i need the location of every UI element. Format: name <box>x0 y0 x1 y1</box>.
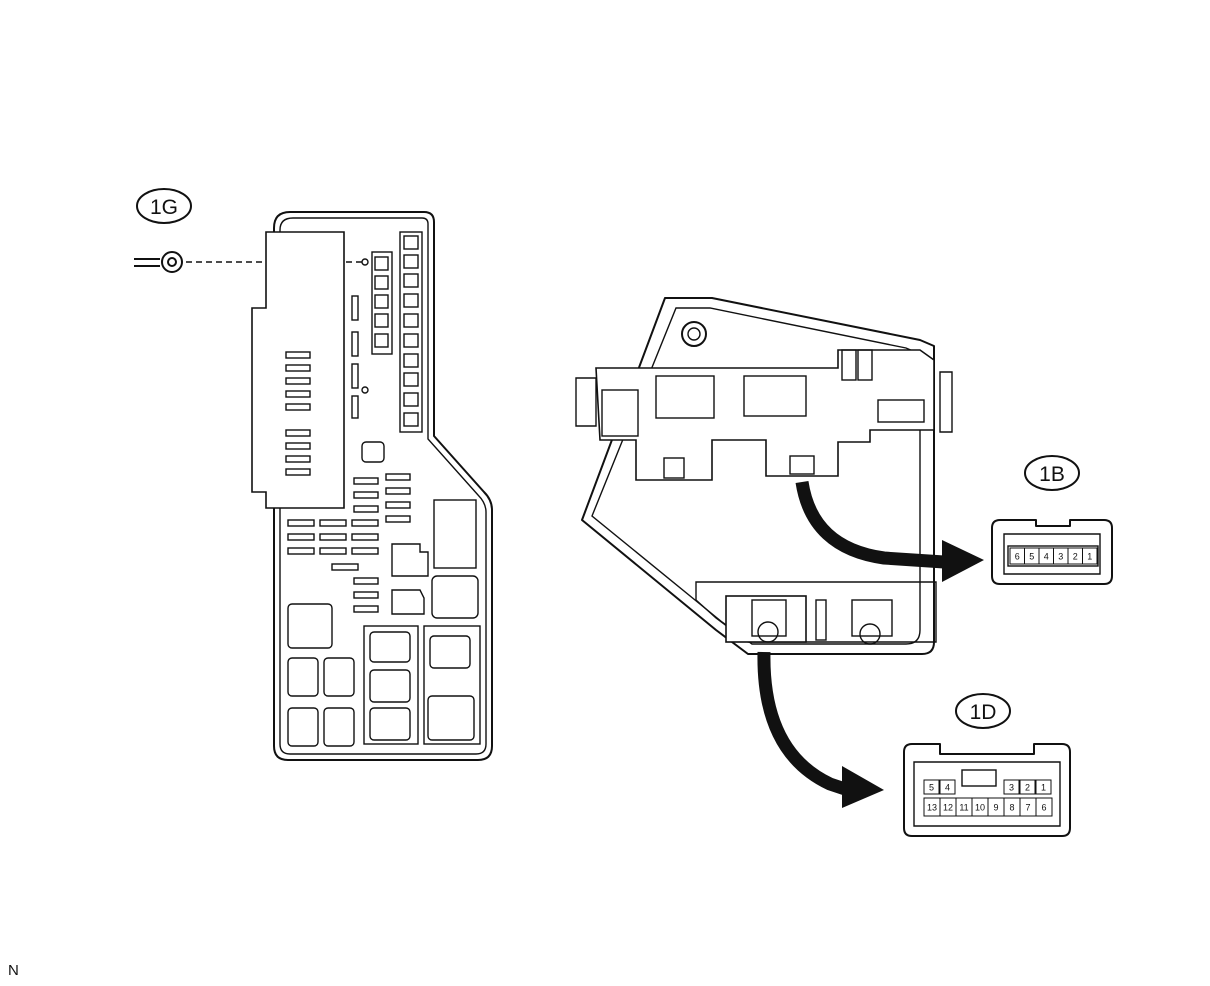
pin-cell: 5 <box>1024 547 1040 565</box>
pin-cell: 13 <box>923 797 941 817</box>
pin-cell: 4 <box>939 779 956 795</box>
pin-cell: 2 <box>1019 779 1036 795</box>
pin-number: 7 <box>1025 803 1030 813</box>
pin-cell: 7 <box>1019 797 1037 817</box>
pin-cell: 1 <box>1082 547 1098 565</box>
pin-number: 2 <box>1025 783 1030 793</box>
pin-cell: 12 <box>939 797 957 817</box>
callout-1g-label: 1G <box>150 196 178 219</box>
pin-number: 6 <box>1015 552 1020 562</box>
callout-1d-label: 1D <box>970 701 997 724</box>
ground-terminal-icon <box>134 251 183 273</box>
pin-number: 9 <box>993 803 998 813</box>
pin-cell: 1 <box>1035 779 1052 795</box>
pin-cell: 2 <box>1067 547 1083 565</box>
pin-cell: 8 <box>1003 797 1021 817</box>
pin-cell: 10 <box>971 797 989 817</box>
callout-1b: 1B <box>1024 455 1080 491</box>
pin-cell: 4 <box>1038 547 1054 565</box>
pin-number: 10 <box>975 803 985 813</box>
callout-1b-label: 1B <box>1039 463 1065 486</box>
pin-number: 11 <box>959 803 968 813</box>
pin-number: 5 <box>929 783 934 793</box>
connector-1d: 5 4 3 2 1 13 12 11 10 9 8 7 6 <box>903 743 1071 837</box>
pin-cell: 5 <box>923 779 940 795</box>
ground-point <box>361 258 369 266</box>
callout-1g: 1G <box>136 188 192 224</box>
pin-number: 1 <box>1087 552 1092 562</box>
pin-number: 6 <box>1041 803 1046 813</box>
fuse-block <box>251 211 493 761</box>
pin-cell: 11 <box>955 797 973 817</box>
pin-cell: 6 <box>1009 547 1025 565</box>
pin-cell: 6 <box>1035 797 1053 817</box>
junction-block <box>575 297 953 655</box>
pin-number: 4 <box>945 783 950 793</box>
callout-1d: 1D <box>955 693 1011 729</box>
arrow-to-1d <box>757 651 884 808</box>
pin-number: 5 <box>1029 552 1034 562</box>
pin-number: 3 <box>1058 552 1063 562</box>
pin-number: 3 <box>1009 783 1014 793</box>
arrow-to-1b <box>795 480 984 582</box>
pin-number: 1 <box>1041 783 1046 793</box>
pin-number: 4 <box>1044 552 1049 562</box>
pin-number: 2 <box>1073 552 1078 562</box>
pin-number: 8 <box>1009 803 1014 813</box>
connector-1d-pins: 5 4 3 2 1 13 12 11 10 9 8 7 6 <box>923 779 1053 817</box>
pin-cell: 9 <box>987 797 1005 817</box>
pin-number: 13 <box>927 803 937 813</box>
pin-number: 12 <box>943 803 953 813</box>
pin-cell: 3 <box>1053 547 1069 565</box>
figure-code: N <box>8 962 19 979</box>
pin-cell: 3 <box>1003 779 1020 795</box>
